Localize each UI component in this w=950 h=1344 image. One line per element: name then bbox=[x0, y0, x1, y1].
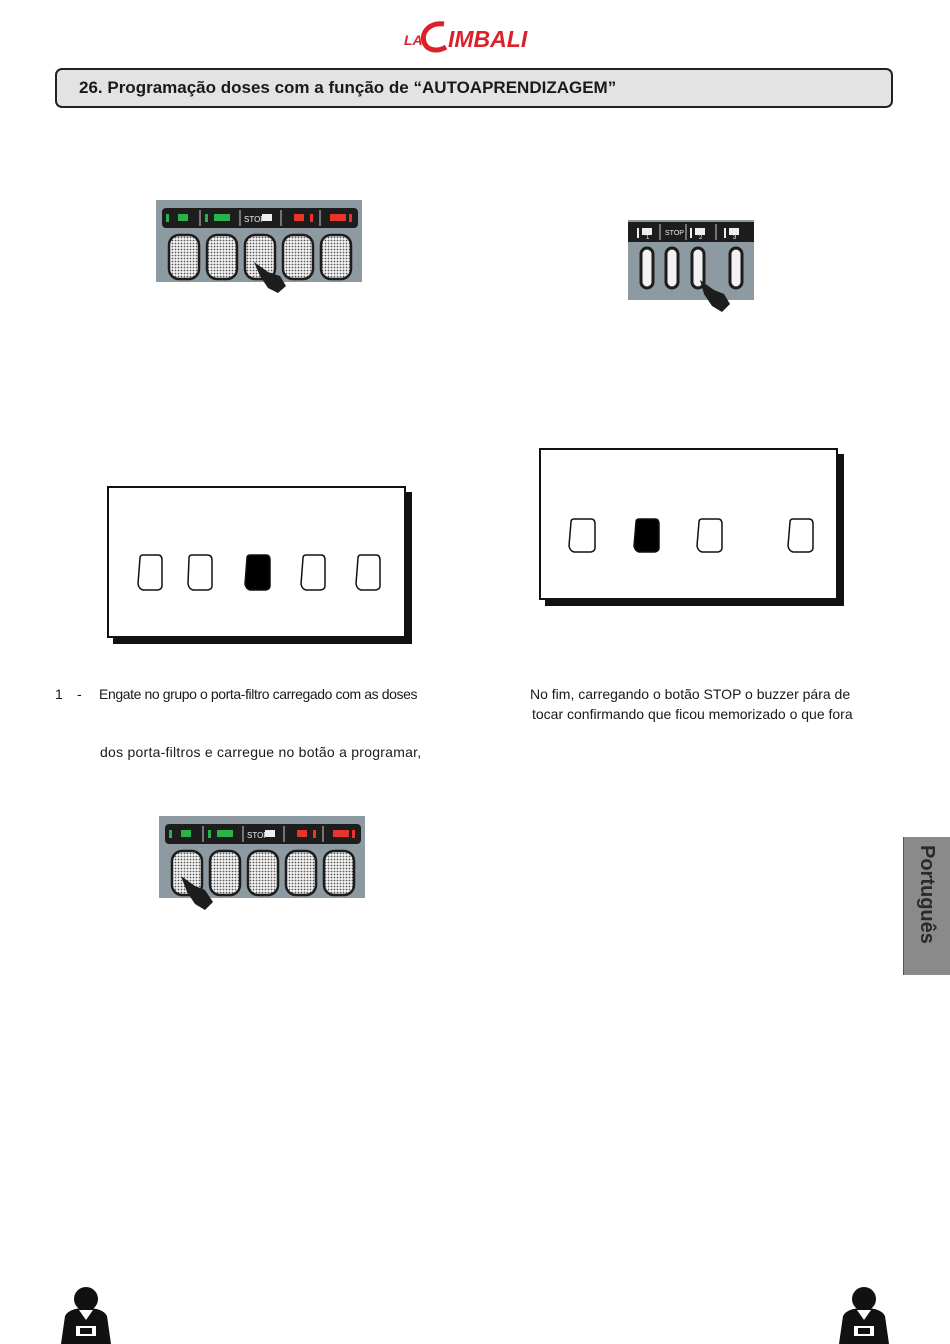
led-status-box-right bbox=[539, 448, 838, 600]
step-dash: - bbox=[77, 686, 82, 702]
keypad-4-buttons: 1 STOP 2 3 bbox=[628, 220, 754, 312]
stop-label-bottom: STOP bbox=[247, 831, 269, 840]
stop-label-small: STOP bbox=[665, 230, 684, 237]
keypad-5-buttons-press-first: STOP bbox=[159, 816, 365, 910]
led-4 bbox=[300, 554, 326, 591]
barista-mascot-right bbox=[839, 1287, 889, 1344]
step-1-line-2: dos porta-filtros e carregue no botão a … bbox=[100, 744, 422, 760]
language-tab[interactable]: Português bbox=[903, 837, 950, 975]
led-2 bbox=[187, 554, 213, 591]
section-title-bar: 26. Programação doses com a função de “A… bbox=[55, 68, 893, 108]
stop-paragraph-line-1: No fim, carregando o botão STOP o buzzer… bbox=[530, 686, 851, 702]
digit-2-label: 2 bbox=[699, 235, 703, 241]
step-number: 1 bbox=[55, 686, 63, 702]
digit-3-label: 3 bbox=[733, 235, 737, 241]
stop-paragraph-line-2: tocar confirmando que ficou memorizado o… bbox=[532, 706, 853, 722]
section-title: 26. Programação doses com a função de “A… bbox=[79, 78, 617, 97]
barista-mascot-left bbox=[61, 1287, 111, 1344]
step-1-line-1: Engate no grupo o porta-filtro carregado… bbox=[99, 686, 418, 702]
led-3-active bbox=[244, 554, 271, 591]
lacimbali-logo: LA IMBALI bbox=[404, 21, 528, 53]
svg-text:IMBALI: IMBALI bbox=[448, 26, 528, 52]
led-status-box-left bbox=[107, 486, 406, 638]
led-5 bbox=[355, 554, 381, 591]
svg-text:LA: LA bbox=[404, 32, 423, 48]
led-1 bbox=[137, 554, 163, 591]
keypad-5-buttons-press-stop: STOP bbox=[156, 200, 362, 293]
led-3 bbox=[696, 518, 723, 553]
stop-label: STOP bbox=[244, 215, 266, 224]
digit-1-label: 1 bbox=[646, 235, 650, 241]
led-2-active bbox=[633, 518, 660, 553]
language-tab-label: Português bbox=[916, 845, 938, 944]
led-1 bbox=[568, 518, 596, 553]
led-4 bbox=[787, 518, 814, 553]
